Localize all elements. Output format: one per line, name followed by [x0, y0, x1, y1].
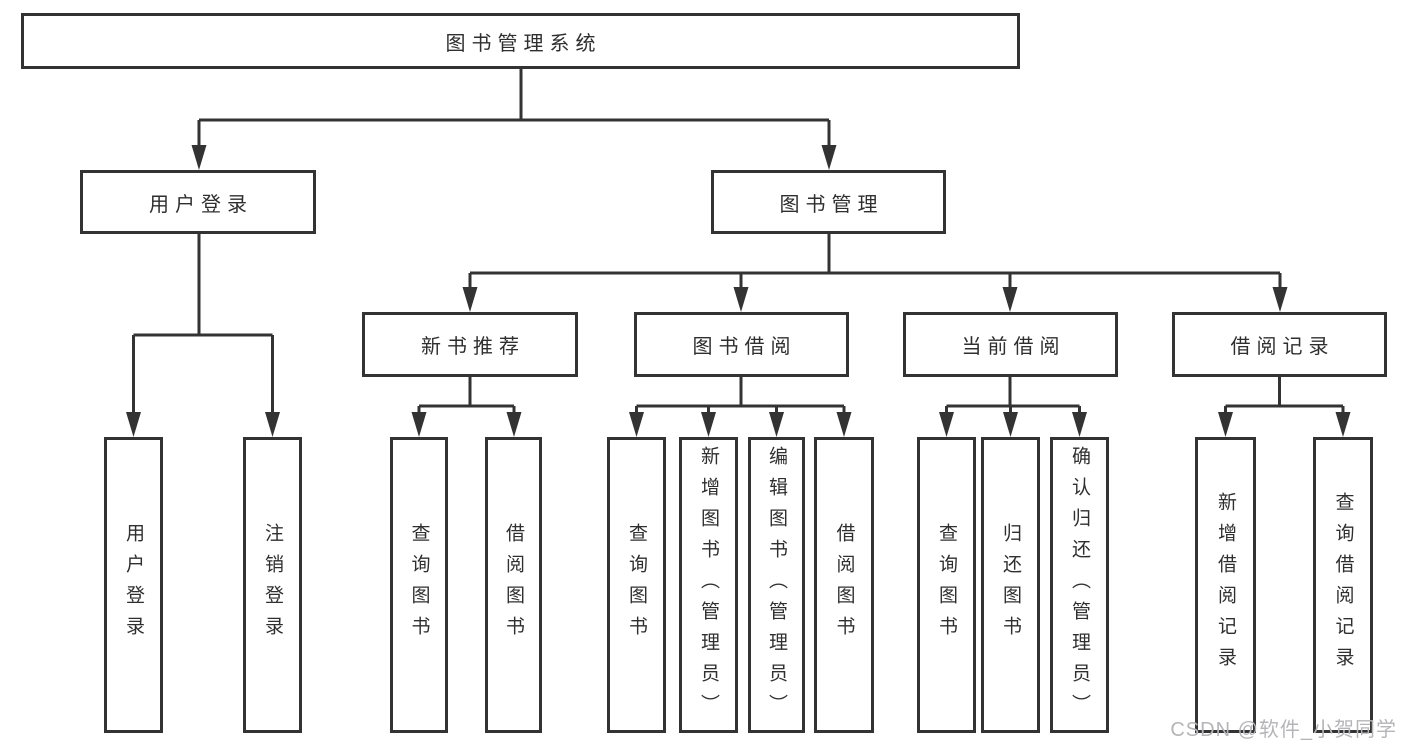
node-library-management-system: 图书管理系统: [21, 13, 1020, 69]
leaf-add-book-admin: 新增图书（管理员）: [679, 437, 738, 733]
edge-root-to-level2: [191, 68, 837, 170]
watermark-text: CSDN @软件_小贺同学: [1170, 719, 1397, 741]
node-book-borrowing: 图书借阅: [634, 312, 849, 377]
leaf-query-books-current: 查询图书: [917, 437, 976, 733]
leaf-query-books-borrowing: 查询图书: [607, 437, 666, 733]
leaf-logout: 注销登录: [243, 437, 302, 733]
node-book-management: 图书管理: [711, 170, 946, 234]
edge-book-management-to-level3: [462, 234, 1288, 312]
node-user-login: 用户登录: [80, 170, 316, 234]
edge-user-login-to-leaves: [126, 234, 280, 437]
node-new-book-recommendation: 新书推荐: [362, 312, 578, 377]
leaf-return-book: 归还图书: [981, 437, 1040, 733]
edge-borrowing-records-to-leaves: [1218, 377, 1351, 437]
node-borrowing-records: 借阅记录: [1172, 312, 1387, 377]
node-current-borrowing: 当前借阅: [903, 312, 1118, 377]
leaf-borrow-books-recommendation: 借阅图书: [485, 437, 542, 733]
edge-new-book-recommendation-to-leaves: [411, 377, 522, 437]
leaf-confirm-return-admin: 确认归还（管理员）: [1050, 437, 1109, 733]
leaf-query-books-recommendation: 查询图书: [390, 437, 448, 733]
leaf-edit-book-admin: 编辑图书（管理员）: [748, 437, 805, 733]
leaf-query-borrow-record: 查询借阅记录: [1313, 437, 1373, 733]
edge-current-borrowing-to-leaves: [939, 377, 1087, 437]
leaf-add-borrow-record: 新增借阅记录: [1195, 437, 1256, 733]
edge-book-borrowing-to-leaves: [629, 377, 852, 437]
leaf-user-login: 用户登录: [104, 437, 163, 733]
leaf-borrow-books-borrowing: 借阅图书: [814, 437, 874, 733]
